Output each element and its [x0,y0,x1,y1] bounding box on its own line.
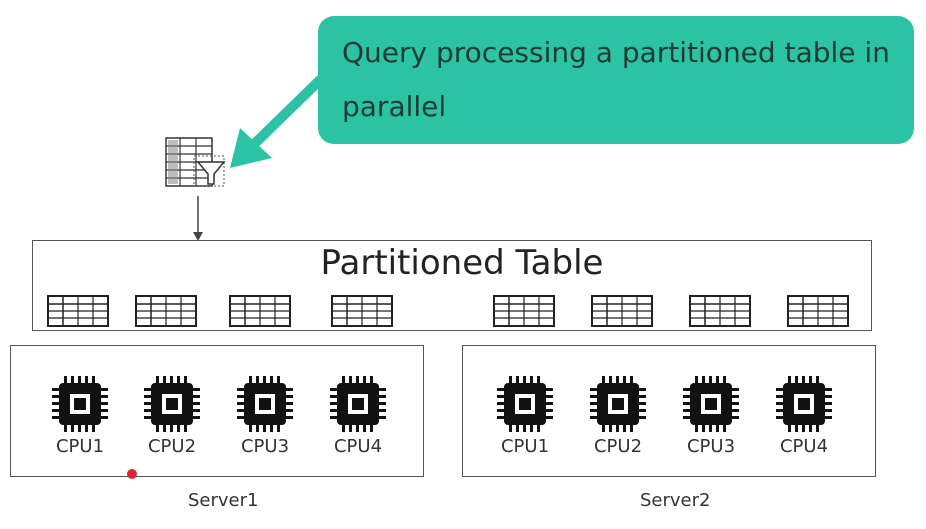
server2-box: CPU1 CPU2 CPU3 CPU4 [462,345,876,477]
cpu-label: CPU2 [593,436,643,457]
cpu-chip-icon [144,376,200,432]
cpu-label: CPU3 [686,436,736,457]
table-title: Partitioned Table [320,243,604,283]
cpu-item: CPU4 [327,374,389,457]
down-arrow-icon [193,196,203,241]
callout-text: Query processing a partitioned table in … [342,36,890,123]
table-grid-icon [787,295,849,327]
table-grid-icon [47,295,109,327]
cpu-chip-icon [237,376,293,432]
cpu-label: CPU1 [500,436,550,457]
server1-box: CPU1 CPU2 CPU3 CPU4 [10,345,424,477]
partitioned-table: Partitioned Table [32,240,872,331]
cpu-chip-icon [52,376,108,432]
query-filter-icon [165,137,226,187]
server2-label: Server2 [640,490,711,511]
table-grid-icon [493,295,555,327]
cpu-label: CPU3 [240,436,290,457]
cpu-item: CPU1 [49,374,111,457]
cpu-item: CPU3 [680,374,742,457]
cpu-item: CPU3 [234,374,296,457]
red-marker [127,469,137,479]
cpu-item: CPU2 [587,374,649,457]
cpu-chip-icon [683,376,739,432]
table-grid-icon [229,295,291,327]
cpu-item: CPU2 [141,374,203,457]
server1-label: Server1 [188,490,259,511]
cpu-chip-icon [497,376,553,432]
cpu-chip-icon [590,376,646,432]
table-grid-icon [331,295,393,327]
cpu-label: CPU4 [779,436,829,457]
cpu-item: CPU4 [773,374,835,457]
table-grid-icon [591,295,653,327]
callout-box: Query processing a partitioned table in … [318,16,914,144]
cpu-label: CPU1 [55,436,105,457]
cpu-chip-icon [776,376,832,432]
table-grid-icon [135,295,197,327]
cpu-label: CPU2 [147,436,197,457]
cpu-label: CPU4 [333,436,383,457]
cpu-item: CPU1 [494,374,556,457]
table-grid-icon [689,295,751,327]
cpu-chip-icon [330,376,386,432]
arrow-icon [230,75,325,168]
